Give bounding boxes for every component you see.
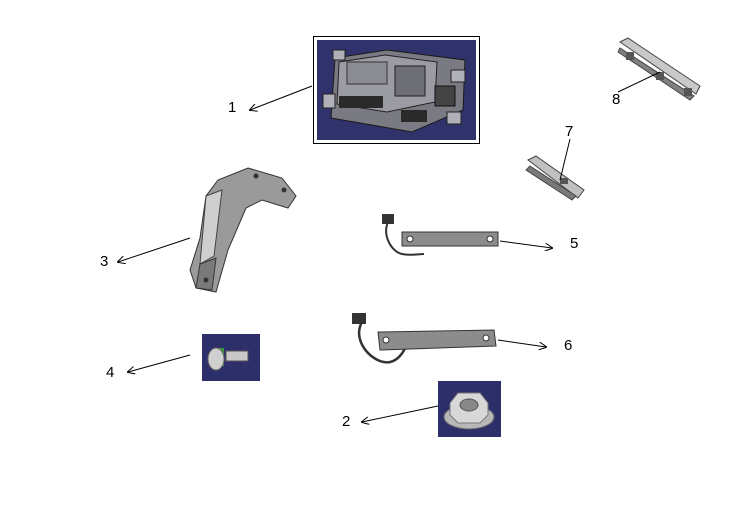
leader-5 (499, 240, 552, 248)
callout-3: 3 (100, 253, 109, 270)
leader-6 (497, 339, 546, 347)
leader-2 (362, 405, 439, 422)
callout-2: 2 (342, 413, 351, 430)
leader-4 (128, 354, 191, 372)
part-2-image (438, 381, 501, 437)
leader-1 (250, 85, 313, 110)
leader-8 (617, 71, 661, 93)
leader-3 (118, 237, 191, 262)
bolt-icon (207, 347, 249, 371)
mounting-bracket-icon (189, 167, 297, 293)
callout-1: 1 (228, 99, 237, 116)
part-4-image (202, 334, 260, 381)
leader-7 (559, 138, 571, 181)
antenna-harness-icon-6 (352, 313, 497, 364)
callout-6: 6 (564, 337, 573, 354)
callout-8: 8 (612, 91, 621, 108)
part-1-image (313, 36, 480, 144)
rail-bracket-icon (617, 37, 701, 101)
part-1-background (317, 40, 476, 140)
callout-7: 7 (565, 123, 574, 140)
antenna-harness-icon-5 (382, 214, 499, 256)
control-module-icon (322, 49, 466, 133)
flange-nut-icon (443, 392, 495, 430)
clip-bar-icon (525, 155, 585, 201)
callout-5: 5 (570, 235, 579, 252)
callout-4: 4 (106, 364, 115, 381)
